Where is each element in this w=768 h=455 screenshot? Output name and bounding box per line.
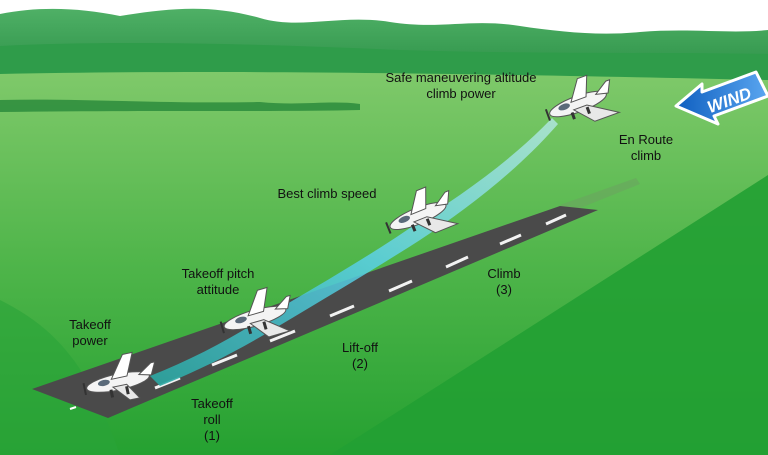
label-takeoff-roll: Takeoff roll (1): [180, 396, 244, 444]
label-takeoff-pitch-attitude: Takeoff pitch attitude: [160, 266, 276, 298]
label-lift-off: Lift-off (2): [330, 340, 390, 372]
label-climb: Climb (3): [474, 266, 534, 298]
label-takeoff-power: Takeoff power: [60, 317, 120, 349]
label-best-climb-speed: Best climb speed: [262, 186, 392, 202]
label-safe-maneuvering-altitude: Safe maneuvering altitude climb power: [366, 70, 556, 102]
label-en-route-climb: En Route climb: [606, 132, 686, 164]
